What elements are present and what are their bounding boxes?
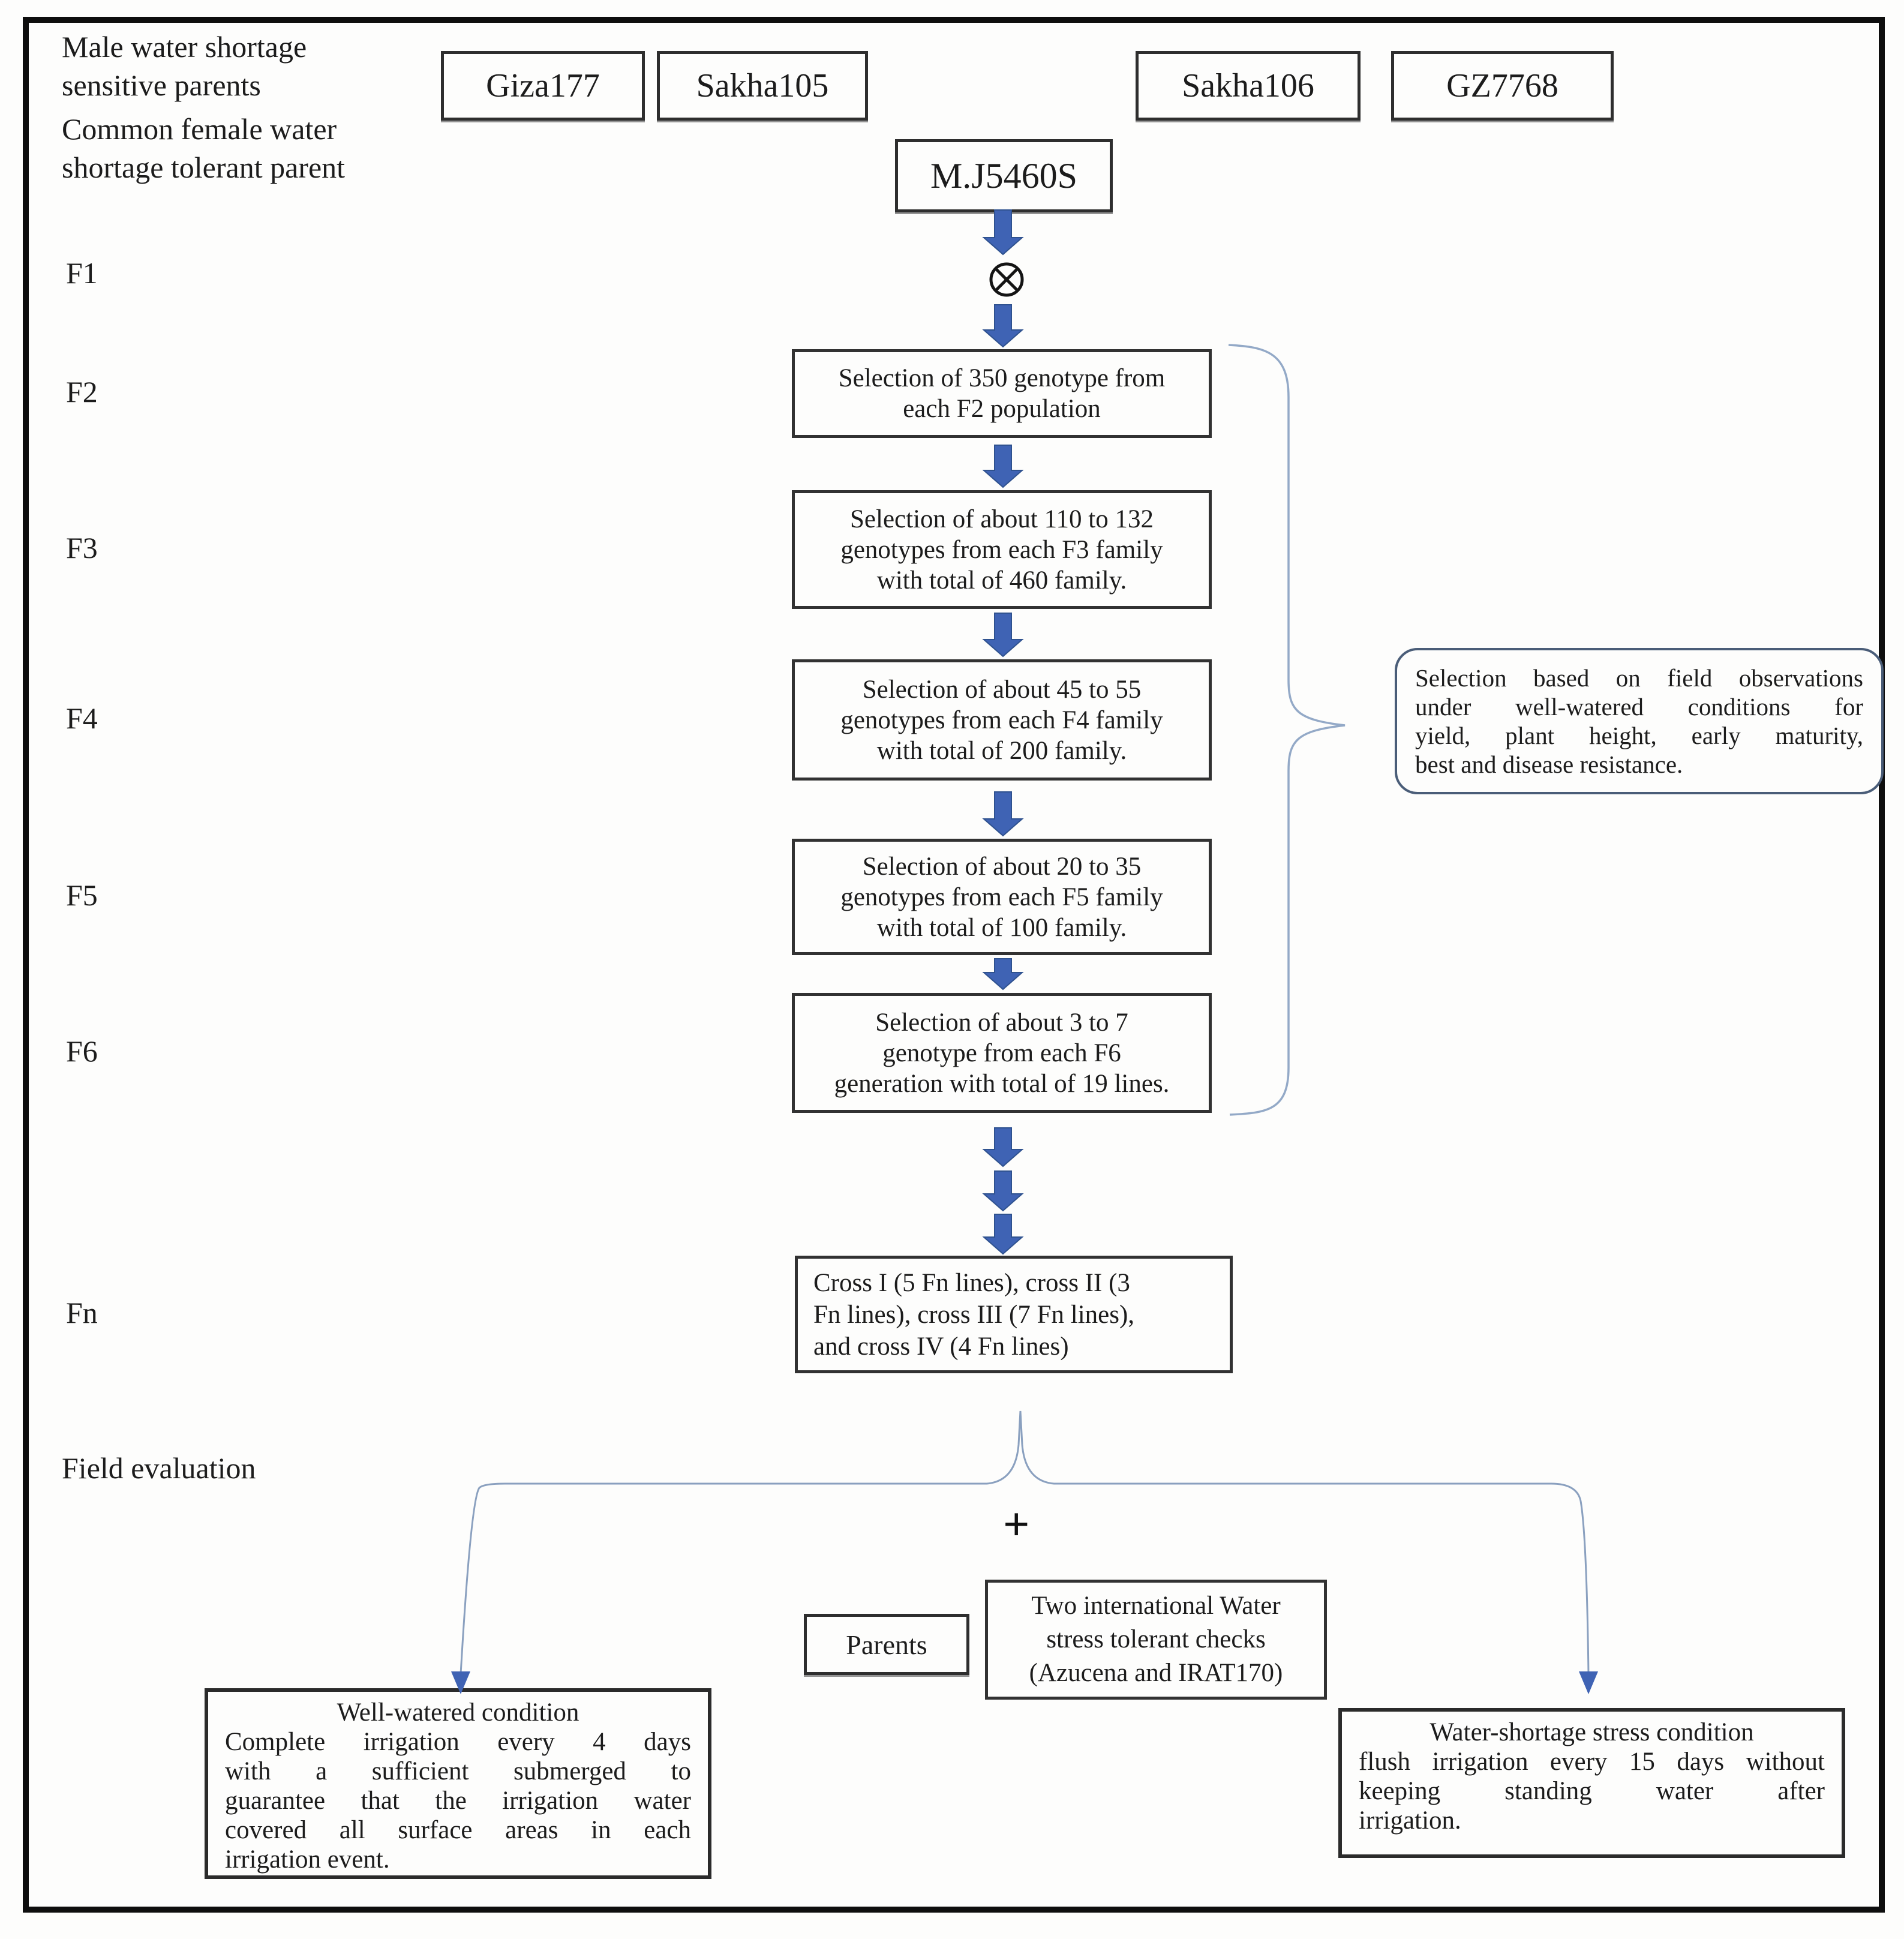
plus-sign: + [1003,1498,1030,1550]
label-f4: F4 [66,701,98,735]
f2-selection-box: Selection of 350 genotype from each F2 p… [792,349,1212,438]
well-watered-box: Well-watered condition Complete irrigati… [205,1688,711,1879]
note-line: under well-watered conditions for [1415,693,1863,721]
box-line: guarantee that the irrigation water [225,1787,691,1815]
box-line: covered all surface areas in each [225,1816,691,1844]
label-f2: F2 [66,375,98,409]
box-line: generation with total of 19 lines. [834,1069,1170,1098]
box-line: irrigation. [1359,1806,1461,1835]
box-line: with total of 200 family. [876,736,1127,765]
f6-selection-box: Selection of about 3 to 7 genotype from … [792,993,1212,1113]
f4-selection-box: Selection of about 45 to 55 genotypes fr… [792,659,1212,781]
label-f1: F1 [66,256,98,290]
box-line: and cross IV (4 Fn lines) [813,1332,1069,1361]
box-line: with total of 100 family. [876,913,1127,942]
box-line: Cross I (5 Fn lines), cross II (3 [813,1269,1130,1297]
parents-box: Parents [804,1614,969,1675]
f3-selection-box: Selection of about 110 to 132 genotypes … [792,490,1212,609]
water-shortage-box: Water-shortage stress condition flush ir… [1338,1708,1845,1858]
parent-box-mj5460s: M.J5460S [895,139,1113,212]
label-f3: F3 [66,531,98,565]
parent-box-sakha105: Sakha105 [657,51,868,121]
fn-crosses-box: Cross I (5 Fn lines), cross II (3 Fn lin… [795,1256,1233,1373]
checks-box: Two international Water stress tolerant … [985,1580,1327,1700]
parent-box-giza177: Giza177 [441,51,645,121]
box-line: flush irrigation every 15 days without [1359,1748,1825,1776]
box-line: genotypes from each F5 family [840,883,1163,911]
box-title: Water-shortage stress condition [1429,1718,1754,1746]
note-line: Selection based on field observations [1415,664,1863,692]
box-line: with total of 460 family. [876,566,1127,595]
label-f5: F5 [66,878,98,912]
box-line: (Azucena and IRAT170) [1029,1659,1283,1687]
box-line: genotypes from each F3 family [840,535,1163,564]
label-f6: F6 [66,1034,98,1068]
box-line: Selection of about 20 to 35 [862,852,1142,881]
box-line: Fn lines), cross III (7 Fn lines), [813,1301,1135,1329]
label-male-parents: Male water shortage sensitive parents [62,30,307,102]
box-line: Selection of about 3 to 7 [875,1008,1128,1037]
box-line: stress tolerant checks [1046,1625,1266,1653]
box-line: Selection of about 110 to 132 [850,505,1154,533]
box-line: Selection of about 45 to 55 [862,675,1142,704]
box-line: each F2 population [903,395,1101,423]
box-line: keeping standing water after [1359,1777,1825,1805]
box-line: genotype from each F6 [882,1038,1121,1067]
label-field-evaluation: Field evaluation [62,1451,256,1485]
parent-box-sakha106: Sakha106 [1136,51,1361,121]
box-line: irrigation event. [225,1845,390,1874]
box-line: Complete irrigation every 4 days [225,1728,691,1756]
box-line: genotypes from each F4 family [840,706,1163,734]
label-common-female: Common female water shortage tolerant pa… [62,112,346,184]
note-line: best and disease resistance. [1415,751,1683,778]
box-line: with a sufficient submerged to [225,1757,691,1785]
box-line: Selection of 350 genotype from [838,364,1166,392]
parent-box-gz7768: GZ7768 [1391,51,1614,121]
label-fn: Fn [66,1296,98,1329]
box-line: Two international Water [1031,1592,1281,1620]
note-line: yield, plant height, early maturity, [1415,722,1863,749]
f5-selection-box: Selection of about 20 to 35 genotypes fr… [792,839,1212,955]
selection-criteria-note: Selection based on field observations un… [1395,648,1884,794]
box-title: Well-watered condition [337,1698,579,1727]
